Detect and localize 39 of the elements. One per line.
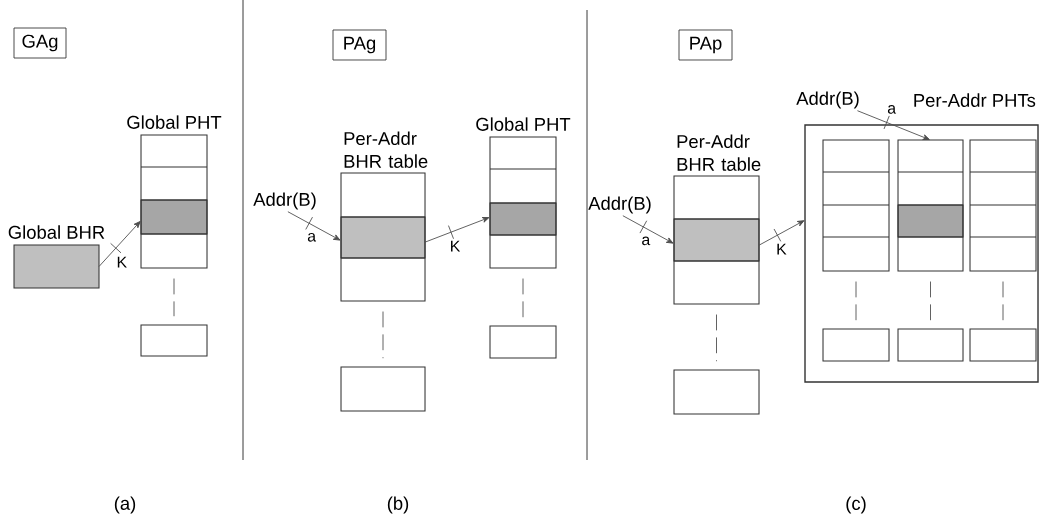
edge-label: K bbox=[448, 239, 462, 253]
heading: Global BHR bbox=[8, 225, 105, 239]
arrow bbox=[424, 217, 490, 243]
table-entry-box bbox=[969, 328, 1037, 362]
ellipsis-line bbox=[716, 314, 717, 362]
heading: Global PHT bbox=[476, 117, 571, 131]
edge-label: K bbox=[115, 255, 128, 269]
table-entry-box bbox=[673, 369, 760, 415]
arrow bbox=[758, 220, 805, 246]
arrow bbox=[622, 215, 674, 244]
panel-tag: PAg bbox=[332, 29, 387, 61]
table-entry-box bbox=[140, 324, 208, 357]
heading: Per-Addr PHTs bbox=[914, 93, 1036, 107]
table-entry-box bbox=[897, 328, 964, 362]
arrow bbox=[98, 221, 141, 267]
panel-caption: (b) bbox=[387, 496, 409, 514]
panel-tag: GAg bbox=[13, 27, 67, 59]
address-label: Addr(B) bbox=[796, 91, 859, 109]
panel-caption: (a) bbox=[114, 496, 136, 514]
heading: Per-Addr BHR table bbox=[677, 134, 761, 171]
heading: Per-Addr BHR table bbox=[344, 131, 428, 168]
edge-label: a bbox=[306, 232, 317, 243]
address-label: Addr(B) bbox=[253, 192, 316, 210]
edge-label: K bbox=[775, 242, 788, 256]
edge-label: a bbox=[886, 104, 897, 115]
table-entry-box bbox=[340, 366, 426, 412]
table bbox=[969, 139, 1037, 272]
panel-tag: PAp bbox=[678, 29, 733, 61]
table-entry-box bbox=[489, 325, 557, 359]
arrow bbox=[857, 110, 930, 140]
edge-label: a bbox=[640, 235, 652, 247]
ellipsis-line bbox=[382, 311, 384, 359]
heading: Global PHT bbox=[127, 115, 222, 129]
table bbox=[897, 139, 964, 272]
address-label: Addr(B) bbox=[588, 196, 651, 214]
table-entry-box bbox=[822, 328, 890, 362]
panel-caption: (c) bbox=[846, 496, 866, 514]
table bbox=[822, 139, 890, 272]
arrow bbox=[287, 211, 341, 241]
